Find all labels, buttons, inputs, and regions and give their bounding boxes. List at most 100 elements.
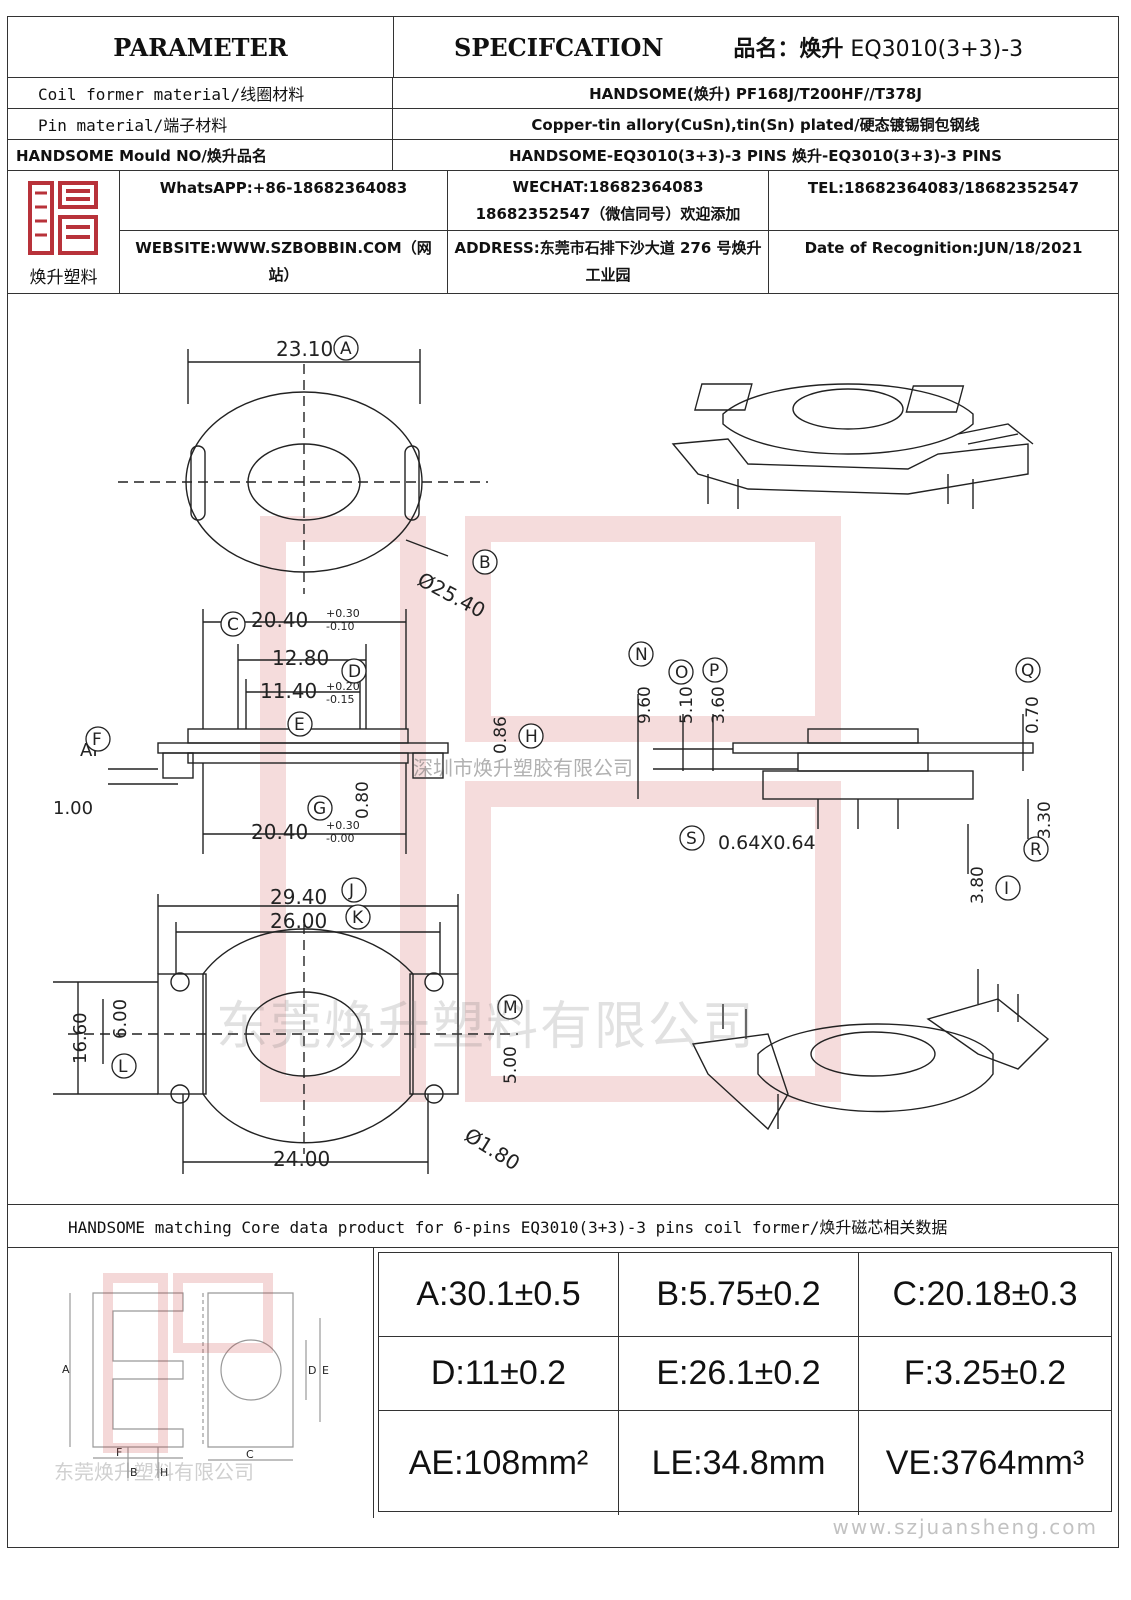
svg-text:M: M [503, 998, 518, 1018]
marker-k: K [345, 904, 371, 930]
dim-n: 9.60 [635, 686, 655, 724]
core-data-section: A D E F B H C 东莞焕升塑料有限公司 A:30.1±0.5 B:5.… [8, 1248, 1118, 1518]
marker-b: B [472, 549, 498, 575]
parameter-heading: PARAMETER [8, 17, 394, 77]
dim-g2: 0.80 [353, 781, 373, 819]
dimension-labels: 23.10 Ø25.40 20.40 +0.30 -0.10 12.80 11.… [53, 337, 1055, 1175]
spec-value: HANDSOME-EQ3010(3+3)-3 PINS 焕升-EQ3010(3+… [508, 146, 1002, 165]
dim-bottom: 24.00 [273, 1147, 330, 1171]
dim-h: 0.86 [491, 716, 511, 754]
svg-text:P: P [709, 661, 719, 681]
dim-hole: Ø1.80 [460, 1123, 524, 1175]
dim-m: 5.00 [501, 1046, 521, 1084]
dim-d: 12.80 [272, 646, 329, 670]
drawing-svg: 23.10 Ø25.40 20.40 +0.30 -0.10 12.80 11.… [53, 335, 1055, 1175]
svg-text:Q: Q [1021, 661, 1034, 681]
bottom-view [53, 894, 518, 1174]
svg-text:D: D [348, 662, 361, 682]
logo-text: 焕升塑料 [29, 267, 98, 288]
dim-l: 6.00 [110, 999, 131, 1039]
contact-grid: WhatsAPP:+86-18682364083 WECHAT:18682364… [120, 171, 1118, 293]
dim-g-tol-lo: -0.00 [326, 832, 354, 845]
marker-f: F [85, 726, 111, 752]
svg-text:I: I [1004, 879, 1009, 899]
dim-c-tol-lo: -0.10 [326, 620, 354, 633]
svg-text:K: K [352, 908, 364, 928]
model-number: EQ3010(3+3)-3 [850, 37, 1024, 62]
spec-value: Copper-tin allory(CuSn),tin(Sn) plated/硬… [531, 115, 980, 134]
logo-watermark [260, 516, 841, 1102]
core-label-h: H [160, 1466, 168, 1479]
brand-name: 焕升 [799, 37, 844, 62]
dim-e-tol-lo: -0.15 [326, 693, 354, 706]
spec-value: HANDSOME(焕升) PF168J/T200HF//T378J [589, 84, 922, 103]
spec-label: Pin material/端子材料 [8, 109, 393, 139]
svg-text:B: B [479, 553, 491, 573]
shenzhen-watermark: 深圳市焕升塑胶有限公司 [413, 756, 633, 780]
core-value-d: D:11±0.2 [379, 1337, 619, 1411]
dim-c-tol-hi: +0.30 [326, 607, 360, 620]
svg-text:E: E [294, 715, 305, 735]
dimension-letter-markers: A B C D E F G H J K L M N O P Q R S I [85, 335, 1049, 1079]
core-label-a: A [62, 1363, 70, 1376]
core-value-a: A:30.1±0.5 [379, 1253, 619, 1337]
core-label-c: C [246, 1448, 254, 1461]
core-diagram-svg: A D E F B H C [62, 1273, 329, 1479]
product-label: 品名： [733, 37, 800, 62]
svg-text:R: R [1030, 840, 1042, 860]
svg-text:O: O [675, 663, 688, 683]
dim-c: 20.40 [251, 608, 308, 632]
specification-label: SPECIFCATION [454, 32, 664, 62]
dim-o: 5.10 [677, 686, 697, 724]
marker-q: Q [1015, 657, 1041, 683]
dim-k: 26.00 [270, 909, 327, 933]
marker-e: E [287, 711, 313, 737]
marker-g: G [307, 795, 333, 821]
marker-h: H [518, 723, 544, 749]
dim-p: 3.60 [709, 686, 729, 724]
spec-row-coil-material: Coil former material/线圈材料 HANDSOME(焕升) P… [8, 78, 1118, 109]
iso-view-top [671, 383, 1034, 509]
marker-c: C [220, 611, 246, 637]
spec-label: Coil former material/线圈材料 [8, 78, 393, 108]
core-value-f: F:3.25±0.2 [859, 1337, 1111, 1411]
website-cell: WEBSITE:WWW.SZBOBBIN.COM（网站） [120, 231, 448, 293]
svg-text:C: C [227, 615, 239, 635]
specification-heading: SPECIFCATION 品名：焕升 EQ3010(3+3)-3 [394, 17, 1118, 77]
svg-text:H: H [525, 727, 538, 747]
dim-i: 3.80 [968, 866, 988, 904]
dim-q: 0.70 [1023, 696, 1043, 734]
marker-d: D [341, 658, 367, 684]
dim-s: 0.64X0.64 [718, 832, 816, 854]
company-logo: 焕升塑料 [8, 171, 120, 293]
dim-l2: 16.60 [70, 1012, 91, 1064]
marker-s: S [679, 825, 705, 851]
spec-label: HANDSOME Mould NO/焕升品名 [8, 140, 393, 170]
core-label-e: E [322, 1364, 329, 1377]
svg-text:N: N [635, 645, 648, 665]
header-row: PARAMETER SPECIFCATION 品名：焕升 EQ3010(3+3)… [8, 17, 1118, 78]
svg-text:S: S [686, 829, 697, 849]
svg-text:A: A [340, 339, 352, 359]
core-value-b: B:5.75±0.2 [619, 1253, 859, 1337]
marker-a: A [333, 335, 359, 361]
core-value-le: LE:34.8mm [619, 1411, 859, 1515]
product-name: 品名：焕升 EQ3010(3+3)-3 [733, 31, 1023, 63]
dim-j: 29.40 [270, 885, 327, 909]
top-view [118, 349, 488, 594]
core-value-ae: AE:108mm² [379, 1411, 619, 1515]
marker-i: I [995, 875, 1021, 901]
dim-g: 20.40 [251, 820, 308, 844]
iso-view-bottom [691, 969, 1050, 1131]
wechat-cell: WECHAT:18682364083 18682352547（微信同号）欢迎添加 [448, 171, 769, 231]
svg-text:G: G [313, 799, 326, 819]
core-data-title: HANDSOME matching Core data product for … [8, 1205, 1118, 1248]
core-value-c: C:20.18±0.3 [859, 1253, 1111, 1337]
core-label-f: F [116, 1446, 122, 1459]
svg-text:F: F [92, 730, 102, 750]
website-watermark: www.szjuansheng.com [832, 1515, 1098, 1539]
svg-text:J: J [348, 881, 354, 901]
logo-emblem-icon [27, 180, 98, 255]
core-value-e: E:26.1±0.2 [619, 1337, 859, 1411]
core-watermark: 东莞焕升塑料有限公司 [54, 1460, 254, 1484]
